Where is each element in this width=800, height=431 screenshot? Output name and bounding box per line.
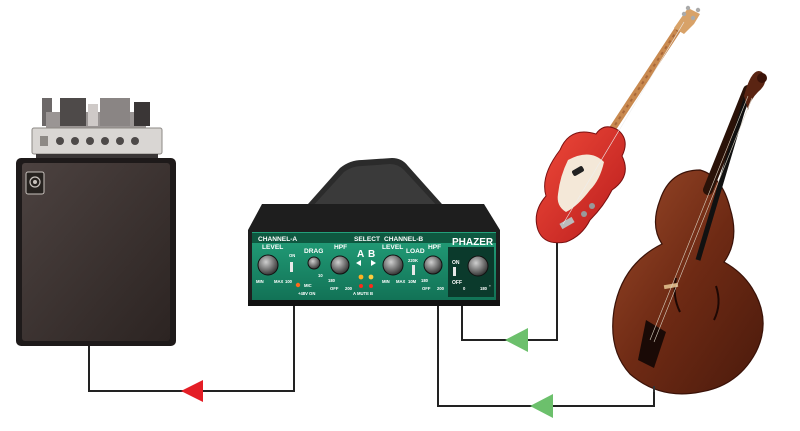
arrow-left-icon bbox=[181, 380, 203, 402]
select-right-icon[interactable] bbox=[371, 260, 376, 266]
b-min-label: MIN bbox=[382, 279, 390, 284]
a-mic-led bbox=[295, 282, 301, 288]
double-bass-icon bbox=[612, 71, 767, 395]
a-hpf-label: HPF bbox=[334, 244, 347, 251]
b-180-label: 180 bbox=[421, 278, 429, 283]
a-level-label: LEVEL bbox=[262, 244, 283, 251]
arrow-left-icon bbox=[530, 394, 553, 418]
a-hpf-knob[interactable] bbox=[330, 255, 350, 275]
phase-180-label: 180 bbox=[480, 286, 488, 291]
bass-amp-icon bbox=[16, 98, 176, 346]
b-mute-label: A MUTE B bbox=[353, 291, 373, 296]
mute-b-led bbox=[369, 284, 373, 288]
b-hpf-label: HPF bbox=[428, 244, 441, 251]
b-200-label: 200 bbox=[437, 286, 445, 291]
b-220k-label: 220K bbox=[408, 258, 418, 263]
a-min-label: MIN bbox=[256, 279, 264, 284]
channel-a-label: CHANNEL-A bbox=[258, 236, 297, 243]
phase-deg-label: ° bbox=[489, 284, 491, 289]
b-10m-label: 10M bbox=[408, 279, 417, 284]
a-on-label: ON bbox=[289, 253, 295, 258]
select-b-label: B bbox=[368, 249, 375, 260]
b-max-label: MAX bbox=[396, 279, 406, 284]
b-off-label: OFF bbox=[422, 286, 431, 291]
a-200-label: 200 bbox=[345, 286, 353, 291]
select-b-led bbox=[368, 274, 374, 280]
a-mic-label: MIC bbox=[304, 283, 312, 288]
mute-a-led bbox=[359, 284, 363, 288]
a-pad-switch[interactable] bbox=[290, 262, 293, 272]
electric-bass-icon bbox=[535, 5, 701, 244]
b-load-label: LOAD bbox=[406, 248, 425, 255]
a-48v-label: +48V ON bbox=[298, 291, 315, 296]
select-a-led bbox=[358, 274, 364, 280]
phase-off-label: OFF bbox=[452, 280, 462, 286]
a-100-label: 100 bbox=[285, 279, 293, 284]
a-drag-knob[interactable] bbox=[307, 256, 321, 270]
phase-on-label: ON bbox=[452, 260, 460, 266]
brand-mark: ™ bbox=[487, 237, 491, 242]
b-level-label: LEVEL bbox=[382, 244, 403, 251]
a-drag-label: DRAG bbox=[304, 248, 323, 255]
b-hpf-knob[interactable] bbox=[423, 255, 443, 275]
b-load-switch[interactable] bbox=[412, 265, 415, 275]
phase-switch[interactable] bbox=[453, 267, 456, 276]
arrow-left-icon bbox=[505, 328, 528, 352]
brand-label: PHAZER bbox=[452, 237, 494, 248]
a-level-knob[interactable] bbox=[257, 254, 279, 276]
a-off-label: OFF bbox=[330, 286, 339, 291]
phase-knob[interactable] bbox=[467, 255, 489, 277]
channel-b-label: CHANNEL-B bbox=[384, 236, 423, 243]
select-a-label: A bbox=[357, 249, 364, 260]
select-label: SELECT bbox=[354, 236, 380, 243]
select-left-icon[interactable] bbox=[356, 260, 361, 266]
phase-0-label: 0 bbox=[463, 286, 466, 291]
a-max-label: MAX bbox=[274, 279, 284, 284]
phazer-di-pedal: CHANNEL-A SELECT CHANNEL-B PHAZER ™ LEVE… bbox=[248, 158, 500, 306]
b-level-knob[interactable] bbox=[382, 254, 404, 276]
a-10-label: 10 bbox=[318, 273, 323, 278]
a-180-label: 180 bbox=[328, 278, 336, 283]
